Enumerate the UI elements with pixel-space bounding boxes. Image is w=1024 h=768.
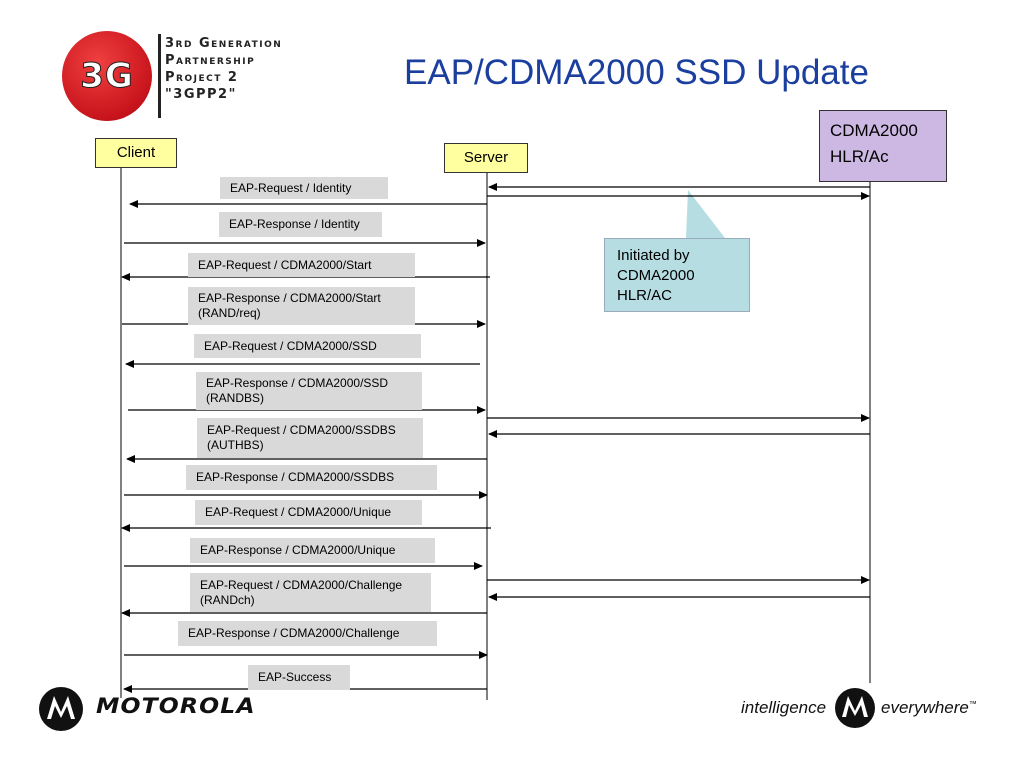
callout-pointer (686, 190, 725, 238)
message-label: EAP-Response / CDMA2000/Start (RAND/req) (188, 287, 415, 325)
logo-divider (158, 34, 161, 118)
message-label: EAP-Request / CDMA2000/Start (188, 253, 415, 277)
motorola-wordmark: MOTOROLA (96, 694, 256, 718)
message-label: EAP-Request / Identity (220, 177, 388, 199)
3g-logo-circle (62, 31, 152, 121)
message-label: EAP-Request / CDMA2000/Unique (195, 500, 422, 525)
message-text: EAP-Response / Identity (229, 217, 360, 231)
message-subtext: (RAND/req) (198, 306, 261, 320)
message-text: EAP-Request / CDMA2000/Unique (205, 505, 392, 519)
motorola-batwing-logo-icon (835, 688, 875, 728)
tagline-everywhere-text: everywhere (881, 698, 969, 717)
callout-line-3: HLR/AC (617, 287, 673, 304)
message-label: EAP-Response / CDMA2000/SSD (RANDBS) (196, 372, 422, 410)
tagline-intelligence: intelligence (741, 698, 827, 717)
callout-line-1: Initiated by (617, 247, 690, 264)
client-box: Client (95, 138, 177, 168)
message-label: EAP-Response / CDMA2000/Unique (190, 538, 435, 563)
message-text: EAP-Success (258, 670, 332, 684)
message-subtext: (RANDch) (200, 592, 255, 607)
server-box: Server (444, 143, 528, 173)
tagline-everywhere: everywhere™ (881, 698, 977, 718)
logo-line-3: Project 2 (165, 70, 239, 85)
message-text: EAP-Request / CDMA2000/Start (198, 257, 372, 272)
message-text: EAP-Response / CDMA2000/Start (198, 291, 381, 305)
message-subtext: (AUTHBS) (207, 438, 264, 452)
hlr-label-line-2: HLR/Ac (830, 147, 889, 166)
3gpp2-logo-text: 3rd Generation Partnership Project 2 "3G… (165, 35, 282, 103)
message-label: EAP-Response / CDMA2000/Challenge (178, 621, 437, 646)
message-text: EAP-Request / CDMA2000/Challenge (200, 577, 403, 592)
message-subtext: (RANDBS) (206, 391, 265, 405)
message-text: EAP-Response / CDMA2000/Challenge (188, 626, 400, 640)
message-text: EAP-Request / Identity (230, 180, 352, 195)
message-label: EAP-Response / CDMA2000/SSDBS (186, 465, 437, 490)
message-label: EAP-Success (248, 665, 350, 690)
logo-line-1: 3rd Generation (165, 36, 283, 51)
hlr-label-line-1: CDMA2000 (830, 121, 918, 140)
message-label: EAP-Request / CDMA2000/SSDBS (AUTHBS) (197, 418, 423, 458)
motorola-batwing-logo-icon (39, 687, 83, 731)
3g-logo-mark: 3G (80, 56, 134, 97)
message-text: EAP-Request / CDMA2000/SSDBS (207, 423, 396, 437)
message-text: EAP-Response / CDMA2000/SSDBS (196, 470, 395, 484)
logo-line-2: Partnership (165, 53, 256, 68)
trademark-symbol: ™ (968, 699, 977, 709)
message-label: EAP-Response / Identity (219, 212, 382, 237)
message-label: EAP-Request / CDMA2000/SSD (194, 334, 421, 358)
initiated-by-callout: Initiated by CDMA2000 HLR/AC (604, 238, 750, 312)
message-label: EAP-Request / CDMA2000/Challenge (RANDch… (190, 573, 431, 612)
message-text: EAP-Request / CDMA2000/SSD (204, 338, 377, 353)
logo-line-4: "3GPP2" (165, 87, 237, 102)
message-text: EAP-Response / CDMA2000/SSD (206, 376, 389, 390)
slide-title: EAP/CDMA2000 SSD Update (404, 53, 869, 92)
callout-line-2: CDMA2000 (617, 267, 695, 284)
message-text: EAP-Response / CDMA2000/Unique (200, 543, 396, 557)
hlr-box: CDMA2000 HLR/Ac (819, 110, 947, 182)
